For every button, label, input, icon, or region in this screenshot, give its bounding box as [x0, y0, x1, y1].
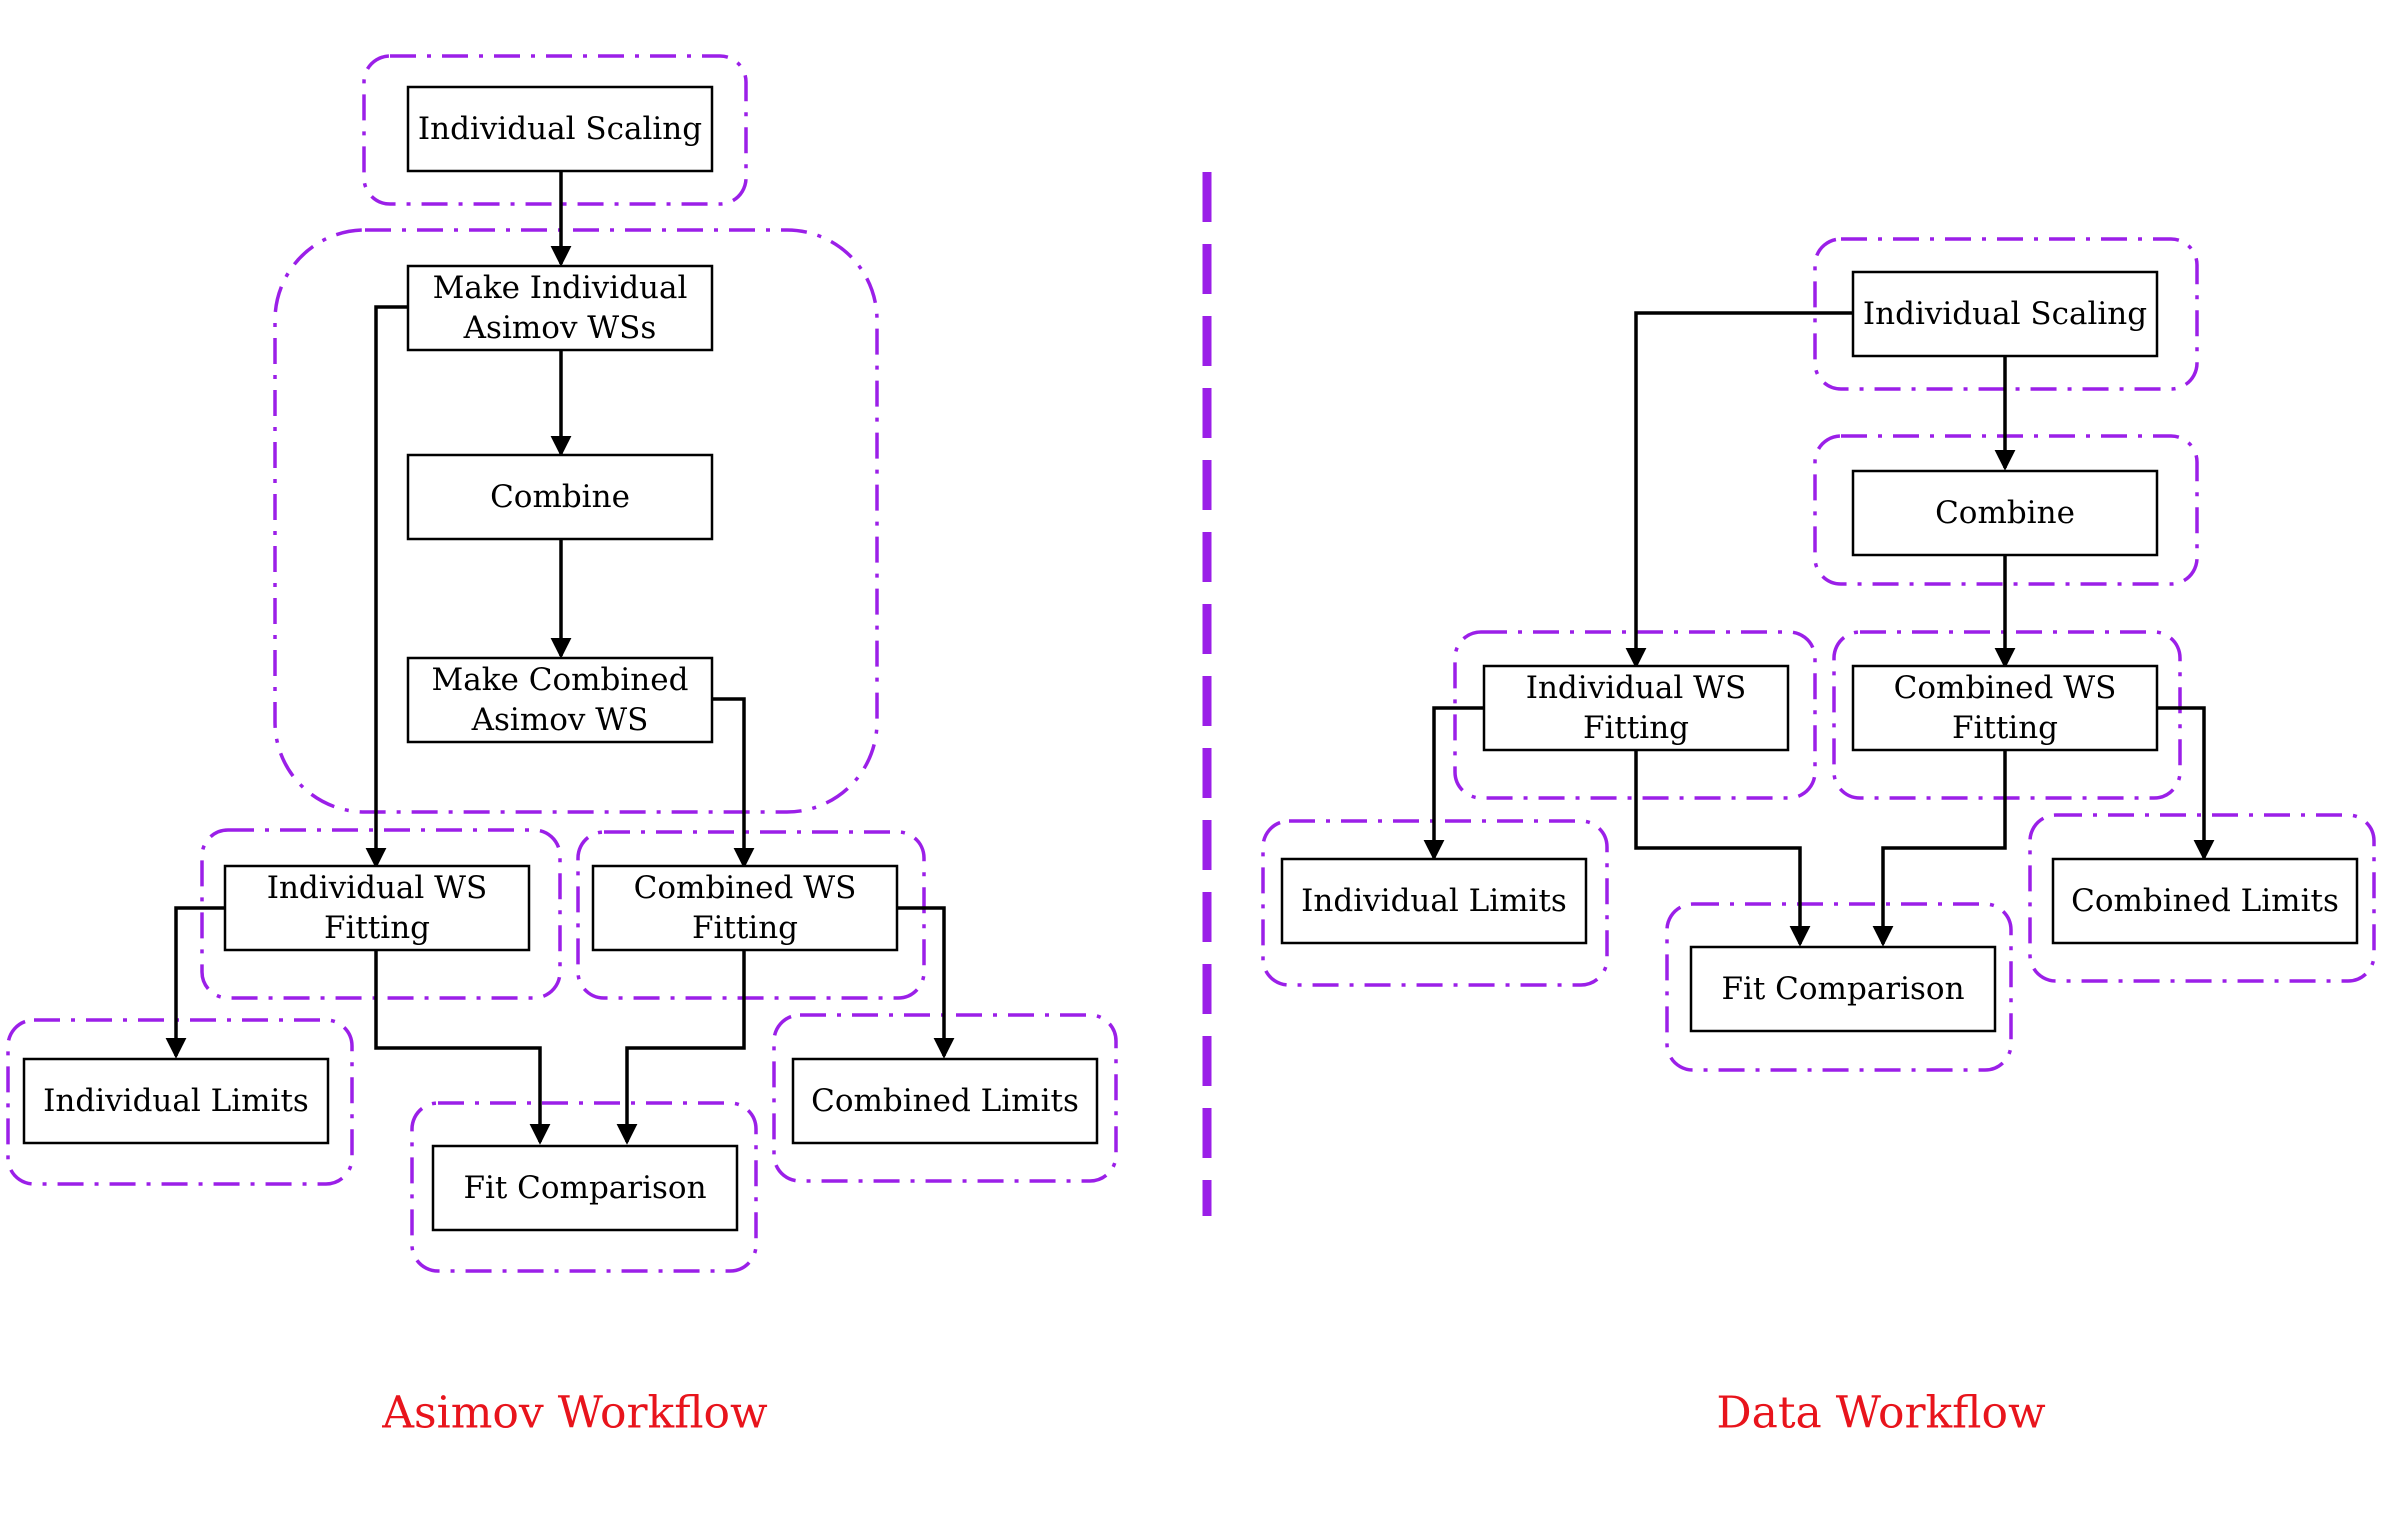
node-label-line: Fitting: [1583, 710, 1689, 746]
node-label-line: Combined Limits: [811, 1083, 1079, 1119]
asimov-node-individual-scaling-label: Individual Scaling: [418, 111, 702, 147]
data-node-individual-limits-label: Individual Limits: [1301, 883, 1567, 919]
data-node-individual-ws-fitting: Individual WS Fitting: [1482, 664, 1790, 752]
data-node-combine-label: Combine: [1935, 495, 2075, 531]
asimov-individual-fitting-group-frame: [200, 828, 562, 1000]
asimov-edge-individual-fitting-to-limits: [165, 906, 225, 1059]
node-label-line: Combined WS: [634, 870, 857, 906]
node-label-line: Combine: [490, 479, 630, 515]
asimov-edge-individual-fitting-to-fit-comparison: [374, 950, 551, 1145]
node-label-line: Individual WS: [267, 870, 488, 906]
node-label-line: Asimov WSs: [463, 310, 657, 346]
data-node-combined-ws-fitting: Combined WS Fitting: [1851, 664, 2159, 752]
asimov-combined-fitting-group-frame: [576, 830, 926, 1000]
node-label-line: Fitting: [692, 910, 798, 946]
asimov-node-combined-limits: Combined Limits: [791, 1057, 1099, 1145]
node-label-line: Fit Comparison: [463, 1170, 706, 1206]
node-label-line: Combined WS: [1894, 670, 2117, 706]
asimov-individual-limits-group-frame: [6, 1018, 354, 1186]
asimov-node-combined-limits-label: Combined Limits: [811, 1083, 1079, 1119]
data-individual-limits-group-frame: [1261, 819, 1609, 987]
data-combined-fitting-group-frame: [1832, 630, 2182, 800]
node-label-line: Individual Scaling: [1863, 296, 2147, 332]
data-edge-combined-fitting-to-fit-comparison: [1872, 750, 2007, 947]
node-label-line: Asimov WS: [471, 702, 649, 738]
data-workflow-title: Data Workflow: [1716, 1388, 2046, 1439]
node-label-line: Fit Comparison: [1721, 971, 1964, 1007]
data-combined-limits-group-frame: [2028, 813, 2376, 983]
asimov-workflow-title: Asimov Workflow: [381, 1388, 768, 1439]
node-label-line: Individual Scaling: [418, 111, 702, 147]
asimov-node-individual-limits-label: Individual Limits: [43, 1083, 309, 1119]
asimov-node-combined-ws-fitting: Combined WS Fitting: [591, 864, 899, 952]
data-edge-combined-fitting-to-limits: [2157, 706, 2215, 861]
data-node-individual-scaling-label: Individual Scaling: [1863, 296, 2147, 332]
node-label-line: Make Combined: [432, 662, 689, 698]
data-node-combined-ws-fitting-label: Combined WS Fitting: [1894, 670, 2117, 746]
data-workflow: Individual Scaling Combine Individual WS…: [1261, 237, 2376, 1439]
asimov-node-individual-ws-fitting-label: Individual WS Fitting: [267, 870, 488, 946]
asimov-scaling-group-frame: [362, 54, 748, 206]
node-label-line: Individual Limits: [43, 1083, 309, 1119]
node-label-line: Fitting: [324, 910, 430, 946]
asimov-node-individual-limits: Individual Limits: [22, 1057, 330, 1145]
node-label-line: Combine: [1935, 495, 2075, 531]
data-node-combined-limits: Combined Limits: [2051, 857, 2359, 945]
node-label-line: Fitting: [1952, 710, 2058, 746]
asimov-fit-comparison-group-frame: [410, 1101, 758, 1273]
asimov-edge-make-combined-to-combined-fitting: [711, 697, 755, 869]
asimov-edge-combined-fitting-to-fit-comparison: [616, 950, 746, 1145]
asimov-node-individual-ws-fitting: Individual WS Fitting: [223, 864, 531, 952]
data-individual-fitting-group-frame: [1453, 630, 1817, 800]
asimov-edge-combined-fitting-to-limits: [897, 906, 955, 1059]
asimov-node-combine-label: Combine: [490, 479, 630, 515]
node-label-line: Individual WS: [1526, 670, 1747, 706]
data-node-fit-comparison-label: Fit Comparison: [1721, 971, 1964, 1007]
asimov-edge-make-individual-to-individual-fitting: [365, 305, 408, 869]
data-node-individual-ws-fitting-label: Individual WS Fitting: [1526, 670, 1747, 746]
asimov-node-combined-ws-fitting-label: Combined WS Fitting: [634, 870, 857, 946]
node-label-line: Individual Limits: [1301, 883, 1567, 919]
data-edge-individual-fitting-to-limits: [1423, 706, 1484, 861]
data-edge-individual-fitting-to-fit-comparison: [1634, 750, 1811, 947]
data-node-combined-limits-label: Combined Limits: [2071, 883, 2339, 919]
data-node-individual-scaling: Individual Scaling: [1851, 270, 2159, 358]
data-scaling-group-frame: [1813, 237, 2199, 391]
asimov-node-individual-scaling: Individual Scaling: [406, 85, 714, 173]
data-node-combine: Combine: [1851, 469, 2159, 557]
asimov-node-fit-comparison: Fit Comparison: [431, 1144, 739, 1232]
node-label-line: Combined Limits: [2071, 883, 2339, 919]
node-label-line: Make Individual: [433, 270, 688, 306]
data-fit-comparison-group-frame: [1665, 902, 2013, 1072]
asimov-node-combine: Combine: [406, 453, 714, 541]
data-node-fit-comparison: Fit Comparison: [1689, 945, 1997, 1033]
data-node-individual-limits: Individual Limits: [1280, 857, 1588, 945]
asimov-build-group-frame: [273, 228, 879, 814]
data-edge-scaling-to-individual-fitting: [1625, 311, 1853, 669]
asimov-node-fit-comparison-label: Fit Comparison: [463, 1170, 706, 1206]
